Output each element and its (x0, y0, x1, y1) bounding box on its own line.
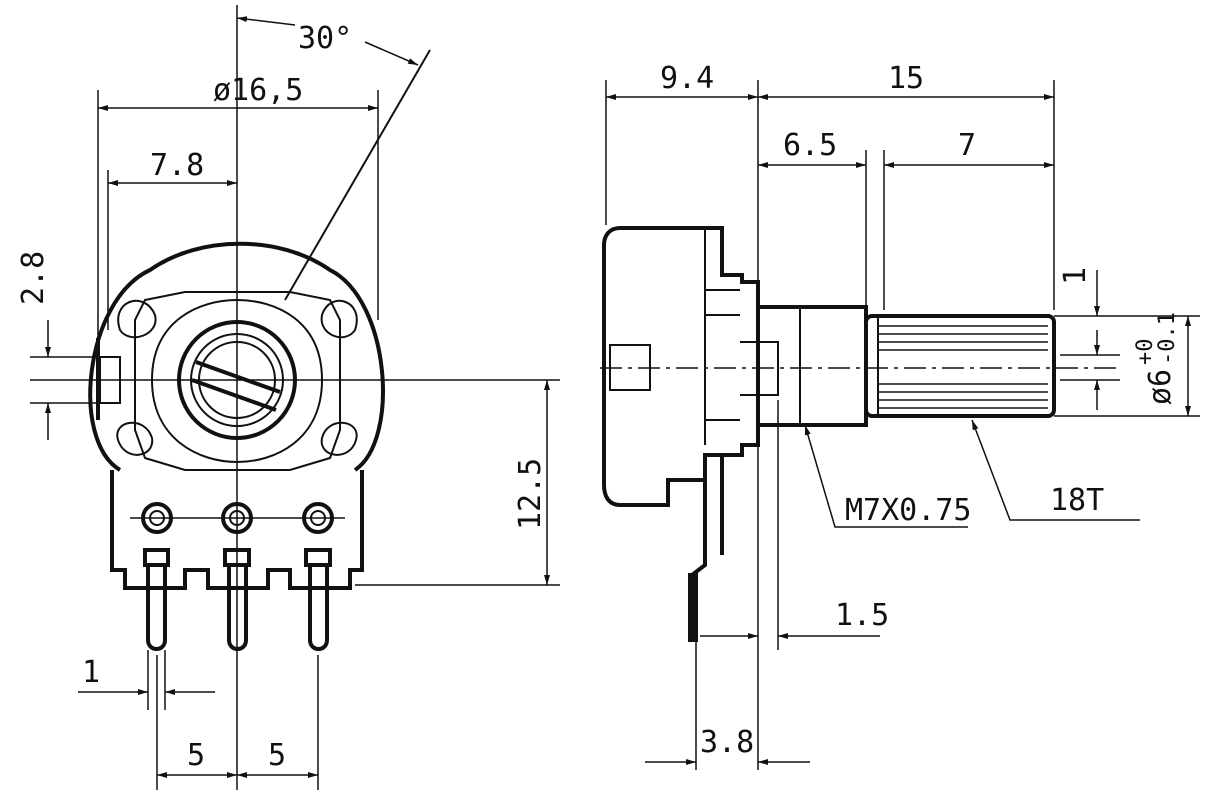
front-view: ø16,5 7.8 30° 2.8 12.5 1 5 5 (16, 5, 560, 790)
side-terminal-offset-label: 3.8 (700, 725, 754, 760)
side-shaft-end-label: 1 (1058, 267, 1093, 285)
side-view: 9.4 15 6.5 7 1 ø6 +0 -0.1 M7X0.75 18T 1.… (600, 61, 1200, 770)
front-body-outline (88, 241, 385, 472)
side-shaft-tolerance-upper: +0 (1133, 339, 1158, 366)
side-knurl-length-label: 7 (958, 128, 976, 163)
front-diameter-label: ø16,5 (213, 73, 303, 108)
side-body-depth-label: 9.4 (660, 61, 714, 96)
side-shaft-diameter-label: ø6 (1143, 369, 1178, 405)
side-thread-length-label: 6.5 (783, 128, 837, 163)
side-thread-leader (804, 424, 968, 528)
side-thread-spec-label: M7X0.75 (845, 493, 971, 528)
front-inner-ring (150, 298, 324, 464)
front-pin-height-label: 12.5 (513, 458, 548, 530)
side-shaft-total-label: 15 (888, 61, 924, 96)
side-shaft-tolerance-lower: -0.1 (1155, 312, 1180, 365)
front-lug-top-right (320, 299, 358, 339)
side-terminal-tip (688, 573, 698, 642)
side-body-inner (704, 228, 740, 445)
front-offset-label: 7.8 (150, 148, 204, 183)
side-body (602, 226, 760, 507)
front-rivets (130, 502, 345, 534)
front-angle-line (284, 49, 431, 301)
front-pitch-right-label: 5 (268, 738, 286, 773)
side-knurl-lines (877, 316, 1048, 416)
front-lug-bottom-left (116, 421, 154, 456)
side-knurl-shaft (864, 314, 1056, 418)
front-shaft-slot (191, 360, 281, 412)
front-lug-height-label: 2.8 (16, 251, 51, 305)
front-lug-bottom-right (320, 421, 358, 456)
front-angle-label: 30° (298, 21, 352, 56)
side-slot (609, 344, 651, 391)
front-pin-width-label: 1 (82, 655, 100, 690)
front-shaft-inner (198, 341, 276, 419)
front-pins (143, 548, 332, 651)
side-knurl-teeth-label: 18T (1050, 483, 1104, 518)
side-knurl-leader (971, 419, 1140, 521)
front-pitch-left-label: 5 (187, 738, 205, 773)
front-shaft-mid (190, 333, 284, 427)
front-shaft-outer (177, 320, 297, 440)
side-bushing-offset-label: 1.5 (835, 598, 889, 633)
front-lug-top-left (117, 299, 157, 339)
side-bushing (756, 305, 868, 427)
front-terminal-block (110, 470, 364, 590)
